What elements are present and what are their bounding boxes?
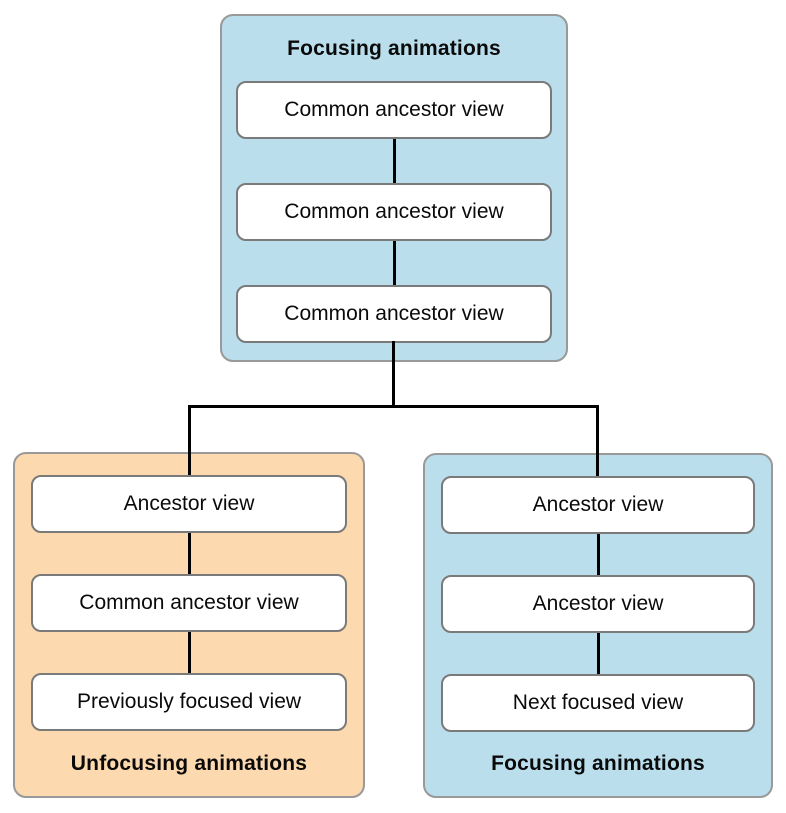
connector-line	[392, 139, 396, 183]
common-ancestors-panel-title: Focusing animations	[287, 36, 501, 60]
common-ancestors-panel: Focusing animations Common ancestor view…	[220, 14, 568, 362]
connector-left-drop-line	[188, 405, 191, 475]
unfocusing-animations-panel-label: Unfocusing animations	[70, 751, 308, 775]
focusing-animations-panel: Ancestor view Ancestor view Next focused…	[423, 453, 773, 798]
common-ancestor-view-node: Common ancestor view	[31, 574, 347, 632]
connector-line	[187, 533, 191, 574]
common-ancestor-view-node-3: Common ancestor view	[236, 285, 552, 343]
connector-right-drop-line	[596, 405, 599, 476]
next-focused-view-node: Next focused view	[441, 674, 755, 732]
common-ancestor-view-node-1: Common ancestor view	[236, 81, 552, 139]
connector-trunk-line	[392, 341, 395, 405]
focusing-animations-panel-label: Focusing animations	[491, 752, 705, 775]
connector-line	[187, 632, 191, 673]
ancestor-view-node-1: Ancestor view	[441, 476, 755, 534]
ancestor-view-node: Ancestor view	[31, 475, 347, 533]
unfocusing-animations-panel: Ancestor view Common ancestor view Previ…	[13, 452, 365, 798]
connector-line	[596, 633, 600, 674]
previously-focused-view-node: Previously focused view	[31, 673, 347, 731]
connector-line	[392, 241, 396, 285]
ancestor-view-node-2: Ancestor view	[441, 575, 755, 633]
connector-line	[596, 534, 600, 575]
connector-branch-bar	[188, 405, 599, 408]
common-ancestor-view-node-2: Common ancestor view	[236, 183, 552, 241]
